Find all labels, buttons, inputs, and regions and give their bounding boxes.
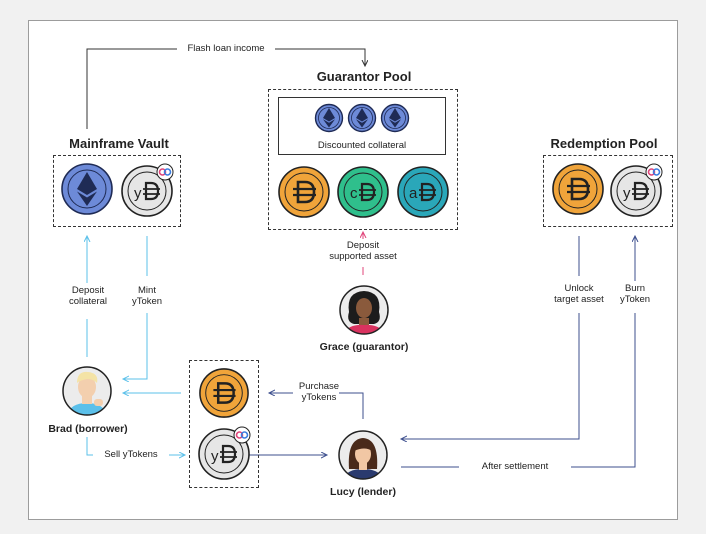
deposit-collateral-line1: Deposit: [71, 285, 105, 296]
ytoken-icon: y: [610, 163, 663, 217]
ethereum-icon: [314, 103, 344, 133]
dai-icon: [199, 368, 249, 418]
ytoken-icon: y: [198, 426, 251, 480]
grace-avatar: [339, 285, 389, 335]
burn-line2: yToken: [619, 294, 651, 306]
ethereum-icon: [61, 163, 113, 215]
mint-ytoken-arrow: [123, 236, 148, 379]
cdai-icon: c: [337, 166, 389, 218]
unlock-line2: target asset: [554, 294, 604, 306]
deposit-supported-label: Deposit supported asset: [317, 240, 409, 263]
connector-lines: [29, 48, 679, 468]
redemption-pool-box: [543, 155, 673, 227]
lucy-name: Lucy (lender): [330, 486, 396, 498]
lucy-avatar: [338, 430, 388, 480]
deposit-supported-line1: Deposit: [346, 240, 380, 251]
ytoken-icon: y: [121, 163, 174, 217]
purchase-ytokens-arrow: [269, 393, 364, 419]
diagram-canvas: Flash loan income Guarantor Pool Discoun…: [28, 20, 678, 520]
burn-ytoken-arrow: [401, 236, 635, 468]
flash-loan-label: Flash loan income: [187, 43, 265, 54]
mint-line2: yToken: [131, 296, 163, 308]
ytoken-letter: y: [623, 185, 631, 202]
purchase-line1: Purchase: [298, 381, 340, 392]
deposit-collateral-label: Deposit collateral: [53, 285, 123, 308]
adai-letter: a: [409, 185, 418, 202]
unlock-target-arrow: [401, 236, 580, 439]
flash-loan-arrow: [86, 48, 365, 129]
dai-icon: [552, 163, 604, 215]
sell-ytokens-label: Sell yTokens: [104, 449, 158, 460]
ytoken-letter: y: [211, 448, 219, 465]
ytoken-letter: y: [134, 185, 142, 202]
burn-line1: Burn: [624, 283, 646, 294]
mainframe-vault-box: [53, 155, 181, 227]
guarantor-pool-box: [268, 89, 458, 230]
redemption-pool-title: Redemption Pool: [550, 136, 658, 151]
brad-name: Brad (borrower): [48, 423, 128, 435]
sell-ytokens-arrow: [86, 437, 93, 456]
deposit-supported-line2: supported asset: [329, 251, 397, 263]
deposit-collateral-line2: collateral: [68, 296, 108, 308]
trade-token-box: [189, 360, 259, 488]
ethereum-icon: [347, 103, 377, 133]
discounted-collateral-label: Discounted collateral: [317, 140, 407, 151]
mint-line1: Mint: [138, 285, 156, 296]
guarantor-pool-title: Guarantor Pool: [316, 69, 412, 84]
unlock-line1: Unlock: [564, 283, 594, 294]
after-settlement-label: After settlement: [481, 461, 549, 472]
adai-icon: a: [397, 166, 449, 218]
cdai-letter: c: [350, 185, 358, 202]
discounted-collateral-box: [278, 97, 446, 155]
grace-name: Grace (guarantor): [319, 341, 409, 353]
purchase-ytokens-label: Purchase yTokens: [287, 381, 351, 404]
burn-ytoken-label: Burn yToken: [611, 283, 659, 306]
unlock-target-label: Unlock target asset: [541, 283, 617, 306]
mainframe-vault-title: Mainframe Vault: [69, 136, 169, 151]
purchase-line2: yTokens: [301, 392, 337, 404]
brad-avatar: [62, 366, 112, 416]
mint-ytoken-label: Mint yToken: [121, 285, 173, 308]
ethereum-icon: [380, 103, 410, 133]
dai-icon: [278, 166, 330, 218]
